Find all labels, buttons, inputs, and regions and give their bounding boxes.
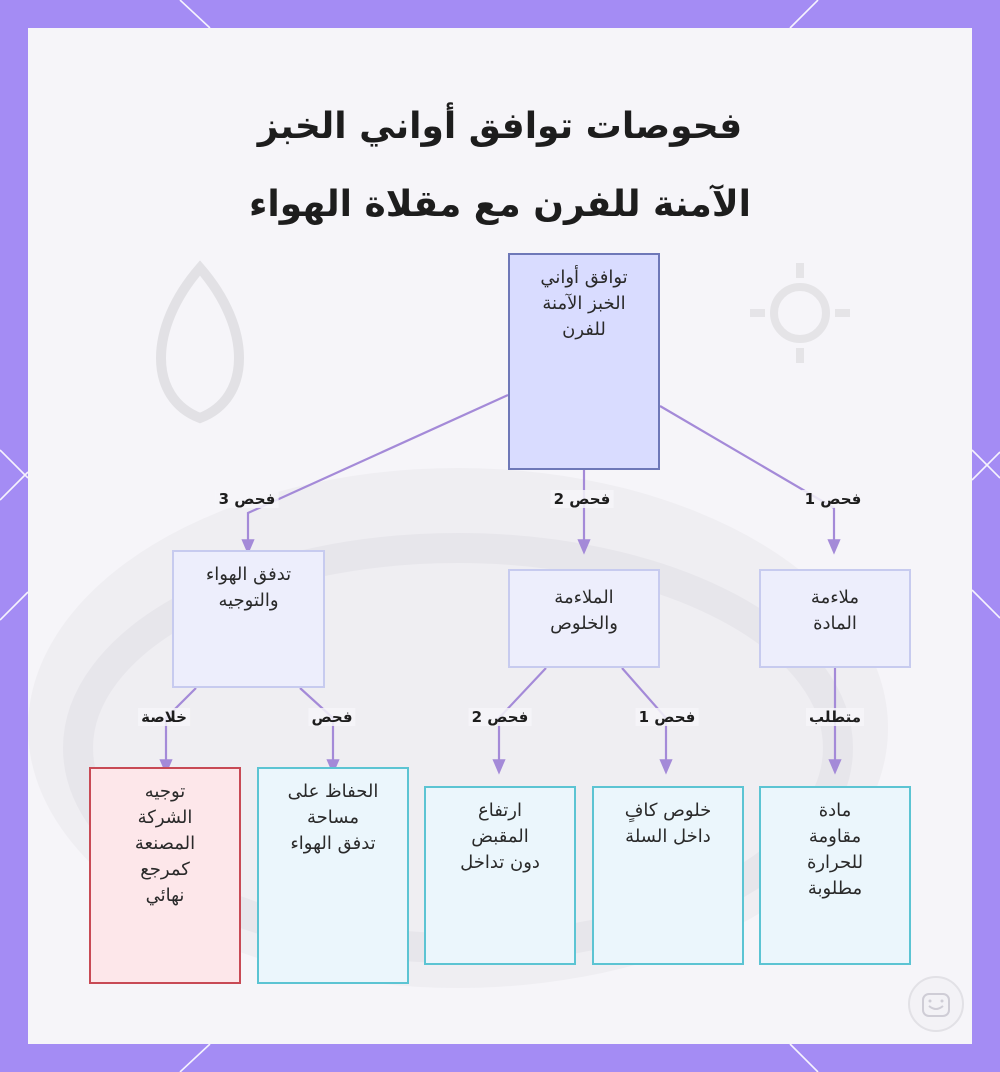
node-heat-resistant: مادة مقاومة للحرارة مطلوبة — [759, 786, 911, 965]
node-manufacturer-line: المصنعة — [134, 833, 196, 854]
node-material-line: المادة — [813, 613, 857, 634]
node-heat-resistant-line: مقاومة — [808, 826, 862, 847]
node-root-line: للفرن — [562, 319, 606, 340]
diagram-title: فحوصات توافق أواني الخبز الآمنة للفرن مع… — [28, 88, 972, 244]
node-handle-height-line: المقبض — [471, 826, 529, 847]
edge-label-check3: فحص 3 — [215, 490, 279, 508]
node-manufacturer-guidance: توجيه الشركة المصنعة كمرجع نهائي — [89, 767, 241, 984]
diagram-panel: فحوصات توافق أواني الخبز الآمنة للفرن مع… — [28, 28, 972, 1044]
node-handle-height: ارتفاع المقبض دون تداخل — [424, 786, 576, 965]
edge-airflow-manufacturer — [159, 687, 197, 775]
edge-airflow-space — [299, 687, 340, 775]
node-root-line: الخبز الآمنة — [542, 293, 626, 314]
smiley-badge-icon — [908, 976, 964, 1032]
edge-root-material — [659, 405, 841, 555]
node-airflow-space-line: الحفاظ على — [287, 781, 379, 802]
node-material: ملاءمة المادة — [759, 569, 911, 668]
edge-label-fit-check2: فحص 2 — [468, 708, 532, 726]
node-root-line: توافق أواني — [540, 267, 628, 288]
node-manufacturer-line: نهائي — [145, 885, 185, 906]
title-line-1: فحوصات توافق أواني الخبز — [257, 106, 743, 147]
edge-label-check1: فحص 1 — [801, 490, 865, 508]
node-airflow-line: تدفق الهواء — [205, 564, 292, 585]
node-manufacturer-line: الشركة — [137, 807, 193, 828]
node-handle-height-line: ارتفاع — [477, 800, 523, 821]
node-airflow-space-line: مساحة — [307, 807, 359, 828]
node-root: توافق أواني الخبز الآمنة للفرن — [508, 253, 660, 470]
node-airflow: تدفق الهواء والتوجيه — [172, 550, 325, 688]
node-heat-resistant-line: مطلوبة — [807, 878, 863, 899]
edge-label-conclusion: خلاصة — [138, 708, 190, 726]
title-line-2: الآمنة للفرن مع مقلاة الهواء — [249, 184, 751, 225]
node-airflow-line: والتوجيه — [218, 590, 279, 611]
node-heat-resistant-line: للحرارة — [806, 852, 864, 873]
edge-label-check2: فحص 2 — [550, 490, 614, 508]
edge-label-fit-check1: فحص 1 — [635, 708, 699, 726]
flame-icon — [156, 260, 244, 424]
node-heat-resistant-line: مادة — [818, 800, 852, 821]
edge-label-requires: متطلب — [805, 708, 865, 726]
sun-icon — [750, 263, 850, 363]
node-handle-height-line: دون تداخل — [460, 852, 540, 873]
node-basket-clearance: خلوص كافٍ داخل السلة — [592, 786, 744, 965]
node-basket-clearance-line: داخل السلة — [625, 826, 711, 847]
node-fit-line: والخلوص — [550, 613, 618, 634]
node-manufacturer-line: كمرجع — [140, 859, 190, 880]
node-fit: الملاءمة والخلوص — [508, 569, 660, 668]
node-manufacturer-line: توجيه — [144, 781, 186, 802]
node-fit-line: الملاءمة — [554, 587, 614, 608]
edge-label-airflow-check: فحص — [308, 708, 356, 726]
node-airflow-space: الحفاظ على مساحة تدفق الهواء — [257, 767, 409, 984]
node-airflow-space-line: تدفق الهواء — [290, 833, 376, 854]
edge-root-airflow — [241, 393, 509, 555]
node-material-line: ملاءمة — [810, 587, 860, 608]
node-basket-clearance-line: خلوص كافٍ — [624, 800, 712, 821]
